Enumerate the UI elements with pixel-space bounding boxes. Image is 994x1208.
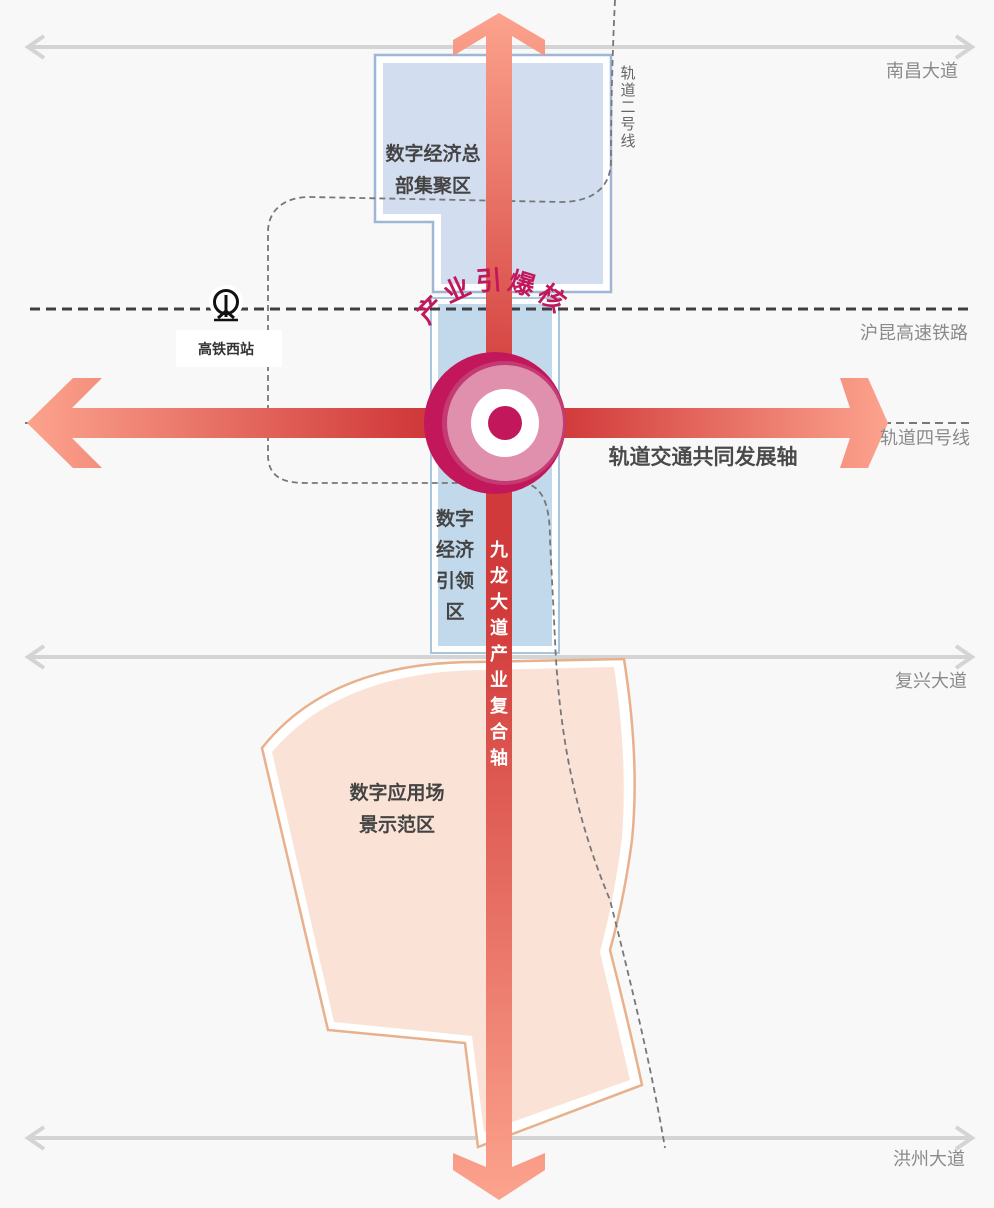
- svg-text:景示范区: 景示范区: [359, 813, 435, 836]
- metro-line-2: [267, 0, 666, 1149]
- zone-hq-label: 数字经济总 部集聚区: [385, 142, 480, 197]
- metro-line-4-label: 轨道四号线: [880, 428, 970, 448]
- svg-text:九: 九: [489, 540, 508, 561]
- horizontal-axis-label: 轨道交通共同发展轴: [609, 445, 798, 469]
- svg-text:经济: 经济: [436, 538, 475, 561]
- svg-text:业: 业: [490, 670, 508, 691]
- zone-lead-label: 数字 经济 引领 区: [436, 507, 475, 623]
- svg-text:二: 二: [620, 99, 635, 116]
- svg-text:道: 道: [490, 617, 508, 639]
- road-label-hongzhou: 洪州大道: [893, 1149, 965, 1169]
- svg-text:龙: 龙: [490, 565, 508, 587]
- railway-label: 沪昆高速铁路: [860, 323, 968, 343]
- railway-station-icon: [209, 285, 243, 322]
- svg-text:产: 产: [490, 643, 508, 665]
- vertical-axis-arrow: [453, 13, 545, 1200]
- svg-text:数字: 数字: [436, 507, 474, 530]
- svg-text:轴: 轴: [490, 747, 508, 769]
- metro-line-2-label: 轨 道 二 号 线: [620, 65, 635, 150]
- zone-app-label: 数字应用场 景示范区: [349, 781, 444, 836]
- svg-text:大: 大: [490, 591, 508, 613]
- svg-text:轨: 轨: [620, 65, 635, 82]
- svg-text:合: 合: [490, 721, 509, 743]
- svg-text:区: 区: [445, 601, 464, 623]
- svg-text:数字经济总: 数字经济总: [385, 142, 480, 165]
- svg-text:道: 道: [620, 82, 635, 99]
- svg-text:复: 复: [489, 695, 509, 717]
- vertical-axis-label: 九 龙 大 道 产 业 复 合 轴: [489, 540, 509, 769]
- station-label: 高铁西站: [198, 341, 254, 358]
- svg-text:号: 号: [620, 116, 635, 133]
- svg-text:线: 线: [620, 133, 635, 150]
- svg-text:引领: 引领: [436, 569, 474, 592]
- zone-app: [260, 657, 644, 1149]
- svg-text:部集聚区: 部集聚区: [395, 174, 471, 197]
- road-label-fuxing: 复兴大道: [895, 671, 967, 691]
- industry-core: [424, 352, 566, 494]
- road-label-nanchang: 南昌大道: [886, 61, 958, 81]
- railway-station: 高铁西站: [176, 285, 282, 367]
- svg-text:数字应用场: 数字应用场: [349, 781, 444, 804]
